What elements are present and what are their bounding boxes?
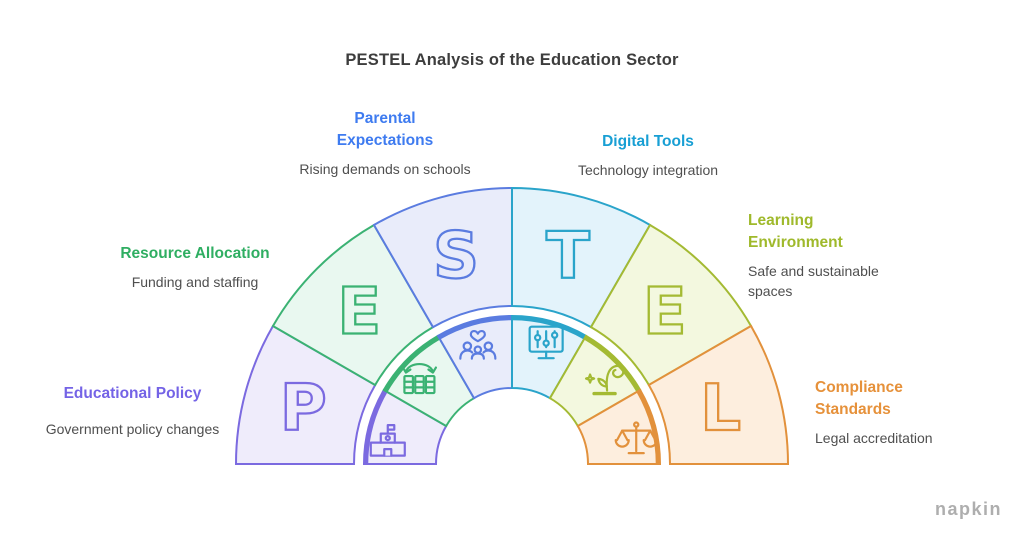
inner-band-arc xyxy=(583,335,641,393)
segment-letter-t-3: T xyxy=(546,219,590,293)
inner-band-arc xyxy=(383,335,441,393)
label-educational-policy: Educational Policy Government policy cha… xyxy=(25,383,240,439)
eco-plant-icon xyxy=(584,364,625,396)
segment-letter-s-2: S xyxy=(433,219,479,293)
page-title: PESTEL Analysis of the Education Sector xyxy=(345,51,679,69)
label-digital-tools: Digital Tools Technology integration xyxy=(543,131,753,180)
label-title: Resource Allocation xyxy=(120,245,270,262)
inner-band-arc xyxy=(636,389,661,465)
inner-band-arc xyxy=(363,389,388,465)
scales-icon xyxy=(614,421,658,455)
inner-band-arc xyxy=(511,315,587,340)
label-subtitle: Government policy changes xyxy=(45,421,220,437)
label-parental-expectations: Parental Expectations Rising demands on … xyxy=(285,108,485,179)
monitor-sliders-icon xyxy=(528,325,564,360)
label-title: Compliance Standards xyxy=(815,379,903,418)
segment-s2-outer xyxy=(372,186,513,329)
segment-letter-e-4: E xyxy=(643,275,687,349)
label-title: Parental Expectations xyxy=(336,110,434,149)
watermark: napkin xyxy=(934,499,1002,519)
label-title: Digital Tools xyxy=(602,133,694,150)
label-subtitle: Rising demands on schools xyxy=(299,161,471,177)
label-title: Learning Environment xyxy=(748,212,843,251)
label-resource-allocation: Resource Allocation Funding and staffing xyxy=(85,243,305,292)
segment-p0-outer xyxy=(234,324,377,465)
label-learning-environment: Learning Environment Safe and sustainabl… xyxy=(748,210,898,301)
label-compliance-standards: Compliance Standards Legal accreditation xyxy=(815,377,1010,448)
segment-t3-outer xyxy=(511,186,652,329)
segment-e1-outer xyxy=(271,223,435,387)
label-subtitle: Legal accreditation xyxy=(815,430,933,446)
segment-letter-p-0: P xyxy=(280,372,327,446)
resource-cycle-icon xyxy=(401,362,438,395)
label-title: Educational Policy xyxy=(63,385,202,402)
label-subtitle: Safe and sustainable spaces xyxy=(748,263,879,299)
label-subtitle: Technology integration xyxy=(577,162,719,178)
segment-e4-outer xyxy=(589,223,753,387)
family-heart-icon xyxy=(459,329,497,360)
segment-letter-l-5: L xyxy=(700,372,741,446)
label-subtitle: Funding and staffing xyxy=(131,274,259,290)
school-icon xyxy=(369,423,406,457)
segment-letter-e-1: E xyxy=(337,275,381,349)
segment-l5-outer xyxy=(647,324,790,465)
inner-band-arc xyxy=(437,315,513,340)
